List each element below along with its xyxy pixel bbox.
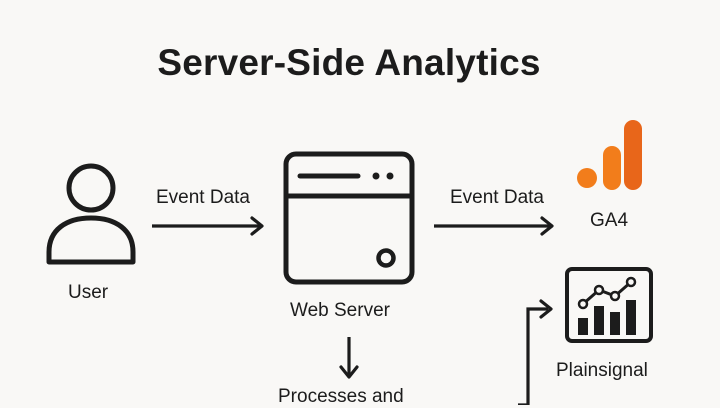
web-server-node: [282, 150, 416, 286]
server-icon: [283, 151, 415, 285]
processes-label: Processes and: [278, 386, 404, 407]
analytics-chart-icon: [565, 267, 653, 343]
diagram-title: Server-Side Analytics: [157, 42, 541, 83]
arrow-server-down: [339, 337, 359, 379]
plainsignal-node: [564, 266, 654, 344]
arrow-to-plainsignal: [518, 299, 553, 405]
plainsignal-label: Plainsignal: [556, 360, 648, 381]
edge-label-server-to-ga4: Event Data: [450, 187, 544, 208]
ga4-label: GA4: [590, 210, 629, 231]
arrow-user-to-server: [152, 216, 264, 236]
arrow-server-to-ga4: [434, 216, 554, 236]
edge-label-user-to-server: Event Data: [156, 187, 250, 208]
user-label: User: [68, 282, 109, 303]
ga4-bars-icon: [577, 120, 642, 190]
user-node: [44, 162, 138, 266]
user-icon: [46, 163, 136, 265]
web-server-label: Web Server: [290, 300, 390, 321]
ga4-node: [576, 118, 644, 192]
